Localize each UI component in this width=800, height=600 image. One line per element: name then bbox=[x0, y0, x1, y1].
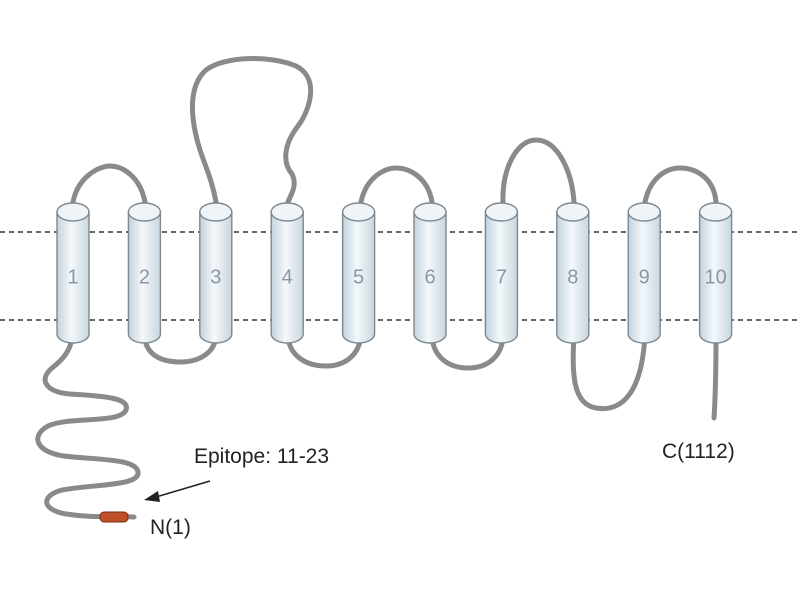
helix-cylinder-body bbox=[413, 211, 447, 344]
n-terminus-label: N(1) bbox=[150, 516, 191, 539]
helix-cylinder-body bbox=[484, 211, 519, 344]
helix-9: 9 bbox=[627, 202, 661, 344]
loop-2-3 bbox=[142, 331, 219, 365]
helix-cylinder-top bbox=[270, 202, 304, 222]
epitope-arrow-head bbox=[144, 491, 160, 502]
c-terminal-tail bbox=[711, 331, 719, 421]
helix-number-label: 3 bbox=[210, 266, 221, 288]
helix-number-label: 5 bbox=[353, 266, 364, 288]
helix-cylinder-body bbox=[270, 211, 304, 344]
helix-5: 5 bbox=[341, 202, 376, 344]
helix-cylinder-body bbox=[341, 211, 376, 344]
polypeptide-chain bbox=[35, 56, 719, 520]
helix-10: 10 bbox=[698, 202, 733, 344]
helix-number-label: 2 bbox=[139, 266, 150, 288]
helix-group: 1 2 3 4 5 6 7 8 9 10 bbox=[56, 202, 733, 344]
loop-6-7 bbox=[429, 331, 506, 371]
helix-cylinder-body bbox=[698, 211, 733, 344]
helix-number-label: 7 bbox=[496, 266, 507, 288]
loop-4-5 bbox=[285, 331, 364, 369]
helix-number-label: 1 bbox=[67, 266, 78, 288]
helix-cylinder-top bbox=[413, 202, 447, 222]
loop-5-6 bbox=[358, 165, 435, 205]
helix-8: 8 bbox=[556, 202, 590, 344]
epitope-label: Epitope: 11-23 bbox=[194, 445, 329, 468]
helix-number-label: 4 bbox=[282, 266, 293, 288]
helix-cylinder-top bbox=[341, 202, 376, 222]
helix-number-label: 6 bbox=[424, 266, 435, 288]
epitope-marker bbox=[99, 511, 129, 523]
helix-number-label: 9 bbox=[639, 266, 650, 288]
loop-8-9 bbox=[570, 331, 648, 412]
helix-6: 6 bbox=[413, 202, 447, 344]
epitope-arrow bbox=[155, 480, 211, 498]
helix-number-label: 8 bbox=[567, 266, 578, 288]
c-terminus-label: C(1112) bbox=[662, 440, 735, 463]
helix-cylinder-top bbox=[556, 202, 590, 222]
helix-cylinder-top bbox=[127, 202, 162, 222]
helix-1: 1 bbox=[56, 202, 90, 344]
helix-cylinder-body bbox=[556, 211, 590, 344]
loop-3-4 bbox=[190, 56, 314, 205]
loop-9-10 bbox=[642, 165, 719, 205]
helix-cylinder-body bbox=[627, 211, 661, 344]
helix-cylinder-top bbox=[698, 202, 733, 222]
helix-cylinder-top bbox=[627, 202, 661, 222]
n-terminal-tail bbox=[35, 335, 141, 520]
loop-1-2 bbox=[70, 163, 148, 205]
helix-cylinder-body bbox=[199, 211, 233, 344]
helix-3: 3 bbox=[199, 202, 233, 344]
helix-7: 7 bbox=[484, 202, 519, 344]
helix-4: 4 bbox=[270, 202, 304, 344]
helix-cylinder-top bbox=[56, 202, 90, 222]
helix-cylinder-top bbox=[484, 202, 519, 222]
helix-cylinder-body bbox=[56, 211, 90, 344]
helix-number-label: 10 bbox=[704, 266, 726, 288]
helix-2: 2 bbox=[127, 202, 162, 344]
helix-cylinder-body bbox=[127, 211, 162, 344]
helix-cylinder-top bbox=[199, 202, 233, 222]
loop-7-8 bbox=[500, 137, 577, 205]
